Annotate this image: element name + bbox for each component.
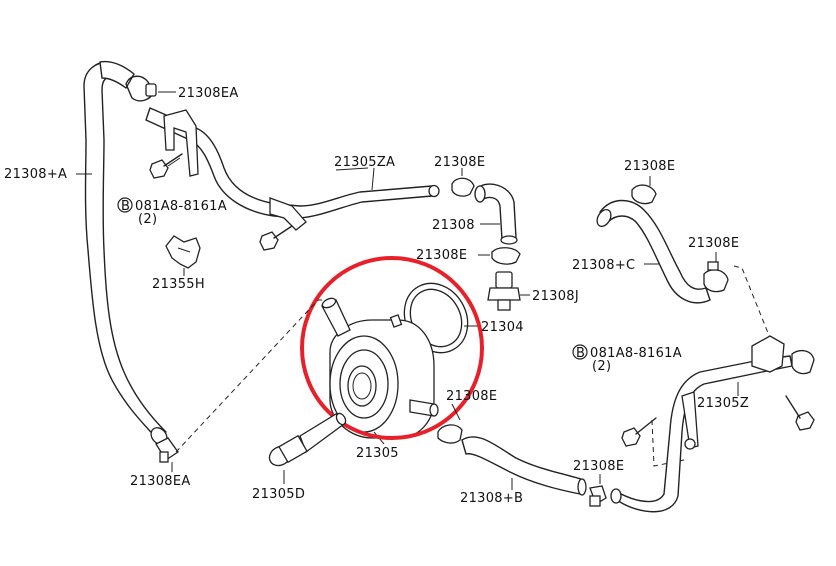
clamp-21308e-3 (437, 403, 463, 444)
label-21305za: 21305ZA (334, 155, 395, 170)
label-21308e-3: 21308E (446, 389, 497, 404)
bolt-symbol-right (572, 344, 588, 360)
label-21305: 21305 (356, 446, 399, 461)
label-081a8-left: 081A8-8161A (135, 199, 227, 214)
bolt-right-2 (785, 395, 815, 431)
label-21308j: 21308J (532, 289, 579, 304)
bolt-symbol-left-letter: B (121, 199, 130, 214)
label-21305z: 21305Z (697, 396, 749, 411)
clamp-21308e-2 (478, 247, 521, 265)
clamp-21308e-5 (631, 176, 657, 205)
labels: 21308+A 21308EA B 081A8-8161A (2) 21355H… (4, 86, 749, 506)
clamp-21308ea-top (125, 75, 176, 102)
clamp-21308e-4 (589, 474, 607, 507)
label-21308-c: 21308+C (572, 258, 635, 273)
label-21308e-2: 21308E (416, 248, 467, 263)
bolt-left-2 (259, 225, 293, 251)
clamp-21308ea-bottom (155, 437, 179, 472)
label-21308: 21308 (432, 218, 475, 233)
clamp-21308e-6 (703, 252, 729, 293)
clamp-21308e-1 (451, 168, 475, 197)
label-21304: 21304 (481, 320, 524, 335)
label-21308ea-bottom: 21308EA (130, 474, 191, 489)
label-21308e-4: 21308E (573, 459, 624, 474)
label-21308ea-top: 21308EA (178, 86, 239, 101)
label-21305d: 21305D (252, 487, 305, 502)
connector-21308j (487, 271, 530, 311)
label-21308-b: 21308+B (460, 491, 523, 506)
label-21308-a: 21308+A (4, 167, 67, 182)
bracket-21355h (165, 235, 201, 276)
label-qty-left: (2) (138, 212, 157, 227)
dashed-line-left (175, 299, 324, 453)
label-21308e-6: 21308E (688, 236, 739, 251)
label-21308e-1: 21308E (434, 155, 485, 170)
bolt-symbol-right-letter: B (576, 346, 585, 361)
highlight-circle (300, 256, 484, 440)
label-21308e-5: 21308E (624, 159, 675, 174)
connector-21305d (268, 412, 347, 484)
bolt-symbol-left (117, 197, 133, 213)
pipe-21305za (145, 107, 440, 231)
hose-21308-c (596, 199, 711, 304)
label-21355h: 21355H (152, 277, 205, 292)
label-081a8-right: 081A8-8161A (590, 346, 682, 361)
bolt-right-1 (621, 417, 657, 447)
bolt-left-1 (149, 153, 183, 179)
hose-21308 (474, 183, 518, 245)
pipe-21305z (610, 335, 815, 513)
oil-cooler-21305 (321, 297, 439, 445)
hose-21308-b (461, 436, 587, 496)
label-qty-right: (2) (592, 359, 611, 374)
